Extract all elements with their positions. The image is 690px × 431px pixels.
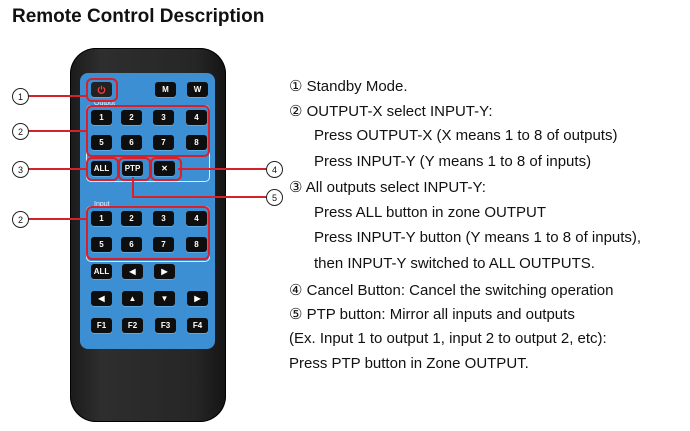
desc-press-output: Press OUTPUT-X (X means 1 to 8 of output… [314,127,618,144]
output-keys-highlight [86,105,210,157]
input-6-button[interactable]: 6 [121,237,142,252]
desc-example: (Ex. Input 1 to output 1, input 2 to out… [289,330,607,347]
callout-5: 5 [266,189,283,206]
callout-3: 3 [12,161,29,178]
desc-ptp: ⑤ PTP button: Mirror all inputs and outp… [289,306,575,323]
w-button[interactable]: W [187,82,208,97]
input-zone-label: Input [92,201,112,208]
power-button[interactable] [91,82,112,97]
nav-right-button[interactable]: ▶ [187,291,208,306]
nav-left-button[interactable]: ◀ [91,291,112,306]
f2-button[interactable]: F2 [122,318,143,333]
output-2-button[interactable]: 2 [121,110,142,125]
output-7-button[interactable]: 7 [153,135,174,150]
desc-cancel: ④ Cancel Button: Cancel the switching op… [289,282,614,299]
callout-2-input: 2 [12,211,29,228]
input-left-arrow-button[interactable]: ◀ [122,264,143,279]
desc-press-input-y: Press INPUT-Y button (Y means 1 to 8 of … [314,229,642,246]
input-5-button[interactable]: 5 [91,237,112,252]
f4-button[interactable]: F4 [187,318,208,333]
output-6-button[interactable]: 6 [121,135,142,150]
cancel-button[interactable]: ✕ [154,161,175,176]
power-icon [97,85,106,94]
callout-1: 1 [12,88,29,105]
f3-button[interactable]: F3 [155,318,176,333]
page-title: Remote Control Description [12,6,265,27]
f1-button[interactable]: F1 [91,318,112,333]
callout-2-output: 2 [12,123,29,140]
output-zone-label: Output [92,100,118,107]
input-7-button[interactable]: 7 [153,237,174,252]
desc-output-select: ② OUTPUT-X select INPUT-Y: [289,103,493,120]
callout-line-5 [132,177,266,198]
nav-down-button[interactable]: ▼ [154,291,175,306]
output-4-button[interactable]: 4 [186,110,207,125]
input-8-button[interactable]: 8 [186,237,207,252]
m-button[interactable]: M [155,82,176,97]
desc-press-all: Press ALL button in zone OUTPUT [314,204,547,221]
output-8-button[interactable]: 8 [186,135,207,150]
desc-switched: then INPUT-Y switched to ALL OUTPUTS. [314,255,595,272]
desc-all-outputs: ③ All outputs select INPUT-Y: [289,179,486,196]
input-2-button[interactable]: 2 [121,211,142,226]
output-3-button[interactable]: 3 [153,110,174,125]
power-highlight [86,78,118,102]
input-keys-highlight [86,206,210,260]
callout-4: 4 [266,161,283,178]
input-3-button[interactable]: 3 [153,211,174,226]
output-all-button[interactable]: ALL [91,161,112,176]
desc-press-input: Press INPUT-Y (Y means 1 to 8 of inputs) [314,153,592,170]
output-5-button[interactable]: 5 [91,135,112,150]
input-4-button[interactable]: 4 [186,211,207,226]
output-1-button[interactable]: 1 [91,110,112,125]
desc-press-ptp: Press PTP button in Zone OUTPUT. [289,355,529,372]
nav-up-button[interactable]: ▲ [122,291,143,306]
ptp-button[interactable]: PTP [122,161,143,176]
input-right-arrow-button[interactable]: ▶ [154,264,175,279]
input-1-button[interactable]: 1 [91,211,112,226]
input-all-button[interactable]: ALL [91,264,112,279]
desc-standby: ① Standby Mode. [289,78,408,95]
